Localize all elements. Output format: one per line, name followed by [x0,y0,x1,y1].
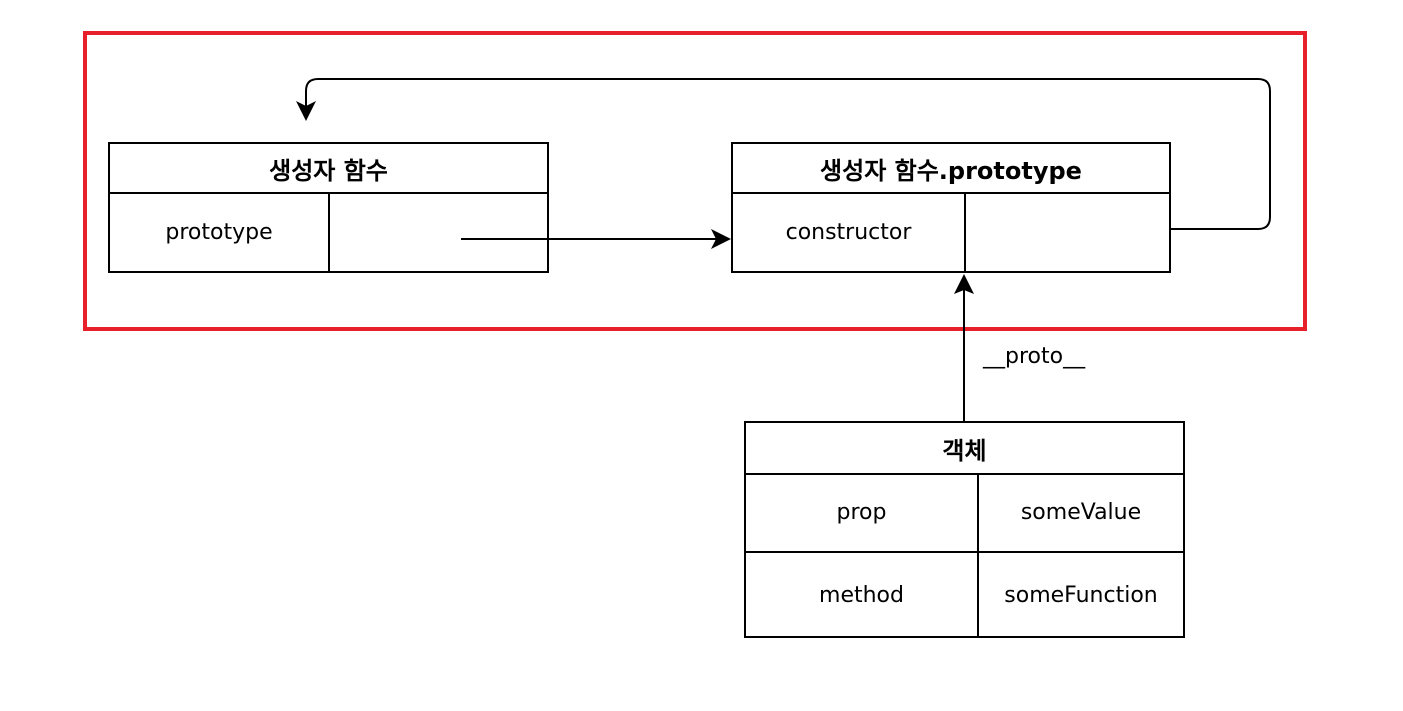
instance-object-divider [977,473,979,638]
instance-row-key: prop [836,499,887,525]
instance-object-row-separator [746,551,1183,553]
prototype-object-title: 생성자 함수.prototype [733,144,1169,194]
instance-object-title: 객체 [746,423,1183,475]
prototype-object-divider [964,192,966,273]
instance-object-box: 객체 prop someValue method someFunction [744,421,1185,638]
instance-row-value: someValue [1020,499,1142,525]
prototype-object-prop-key: constructor [785,220,912,245]
proto-edge-label: __proto__ [983,344,1086,369]
constructor-function-box: 생성자 함수 prototype [108,142,549,273]
prototype-object-prop-value [966,192,1171,273]
constructor-function-prop-key: prototype [165,220,273,245]
constructor-function-title: 생성자 함수 [110,144,547,194]
prototype-object-box: 생성자 함수.prototype constructor [731,142,1171,273]
instance-row-key: method [819,583,904,608]
highlight-frame [83,31,1307,331]
constructor-function-divider [328,192,330,273]
constructor-function-prop-value [330,192,549,273]
instance-row-value: someFunction [1004,583,1158,608]
